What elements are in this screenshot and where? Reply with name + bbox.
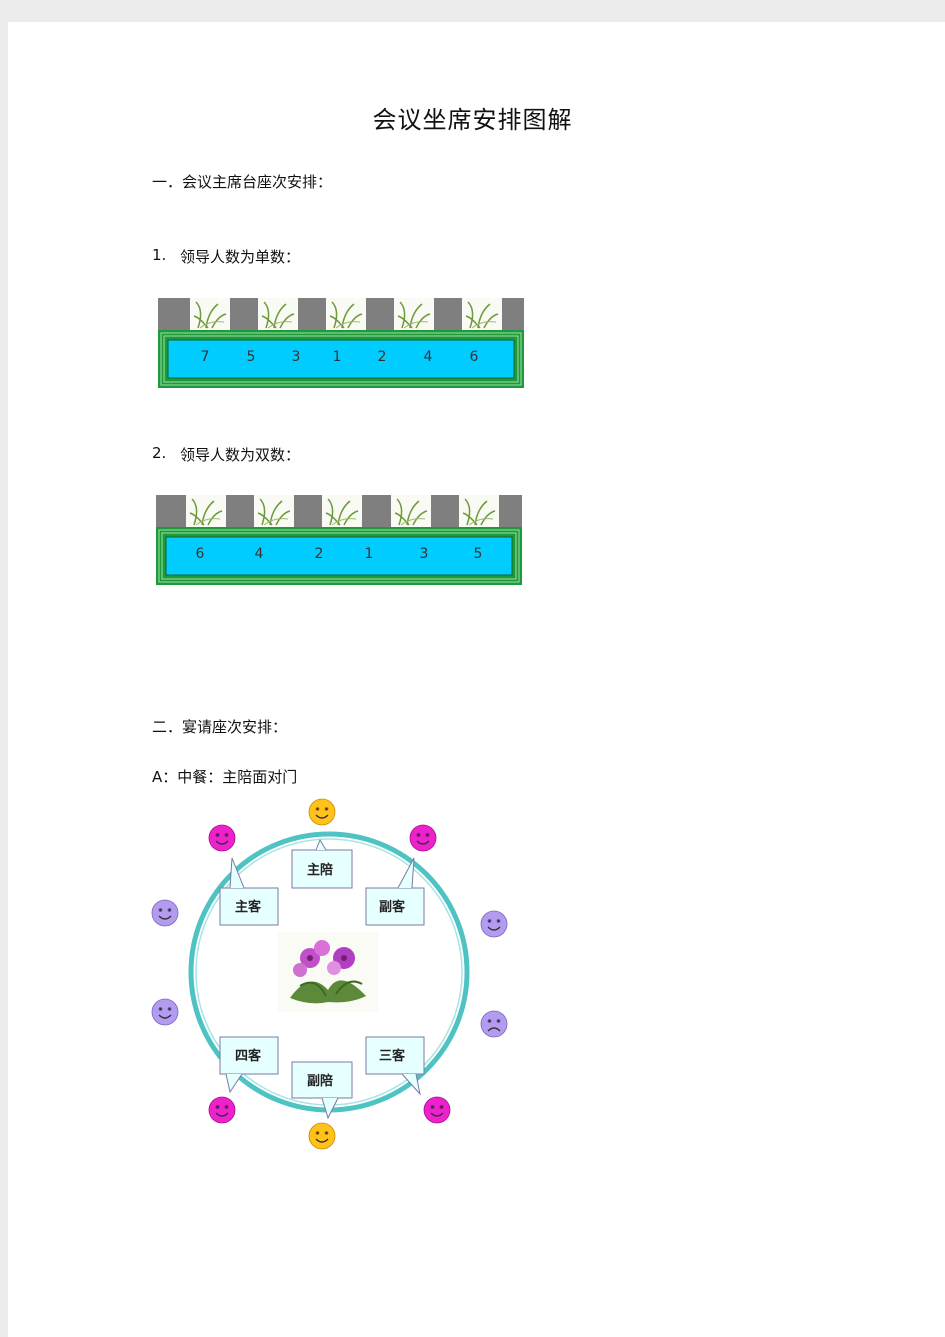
seat-number: 6 (196, 546, 205, 562)
smiley-face-icon (480, 910, 508, 938)
banquet-a-label: A：中餐：主陪面对门 (152, 768, 298, 786)
case-odd-label: 领导人数为单数： (180, 248, 301, 266)
section1-heading: 一．会议主席台座次安排： (152, 173, 333, 191)
rostrum-even-diagram: 6 4 2 1 3 5 (156, 495, 522, 585)
seat-number: 2 (315, 546, 324, 562)
flower-centerpiece (278, 932, 378, 1012)
seat-number: 4 (424, 349, 433, 365)
role-guest1-label: 主客 (235, 899, 262, 915)
seat-number: 1 (333, 349, 342, 365)
frown-face-icon (480, 1010, 508, 1038)
bubble-guest3: 三客 (365, 1036, 425, 1096)
smiley-face-icon (409, 824, 437, 852)
smiley-face-icon (423, 1096, 451, 1124)
plant-decorations (190, 298, 502, 330)
role-guest4-label: 四客 (235, 1048, 262, 1064)
case-odd-number: 1. (152, 246, 167, 264)
smiley-face-icon (151, 998, 179, 1026)
seat-number: 5 (474, 546, 483, 562)
bubble-host: 主陪 (291, 838, 353, 889)
seat-number: 3 (420, 546, 429, 562)
rostrum-table (156, 527, 522, 585)
seat-number: 3 (292, 349, 301, 365)
case-even-label: 领导人数为双数： (180, 446, 301, 464)
banquet-seating-diagram: 主陪 主客 副客 四客 三客 副陪 (151, 798, 508, 1150)
role-host-label: 主陪 (307, 862, 333, 878)
seat-number: 5 (247, 349, 256, 365)
role-guest3-label: 三客 (379, 1048, 406, 1064)
case-even-number: 2. (152, 444, 167, 462)
smiley-face-icon (308, 798, 336, 826)
smiley-face-icon (208, 824, 236, 852)
document-page (8, 22, 945, 1337)
page-title: 会议坐席安排图解 (372, 106, 573, 134)
rostrum-odd-diagram: 7 5 3 1 2 4 6 (158, 298, 524, 388)
role-cohost-label: 副陪 (307, 1073, 333, 1089)
smiley-face-icon (308, 1122, 336, 1150)
section2-heading: 二．宴请座次安排： (152, 718, 288, 736)
bubble-guest1: 主客 (219, 857, 279, 926)
bubble-guest4: 四客 (219, 1036, 279, 1094)
bubble-cohost: 副陪 (291, 1061, 353, 1120)
seat-number: 2 (378, 349, 387, 365)
seat-number: 6 (470, 349, 479, 365)
plant-decorations (186, 495, 499, 527)
seat-number: 1 (365, 546, 374, 562)
smiley-face-icon (151, 899, 179, 927)
role-guest2-label: 副客 (379, 899, 406, 915)
smiley-face-icon (208, 1096, 236, 1124)
bubble-guest2: 副客 (365, 857, 425, 926)
seat-number: 4 (255, 546, 264, 562)
seat-number: 7 (201, 349, 210, 365)
rostrum-table (158, 330, 524, 388)
